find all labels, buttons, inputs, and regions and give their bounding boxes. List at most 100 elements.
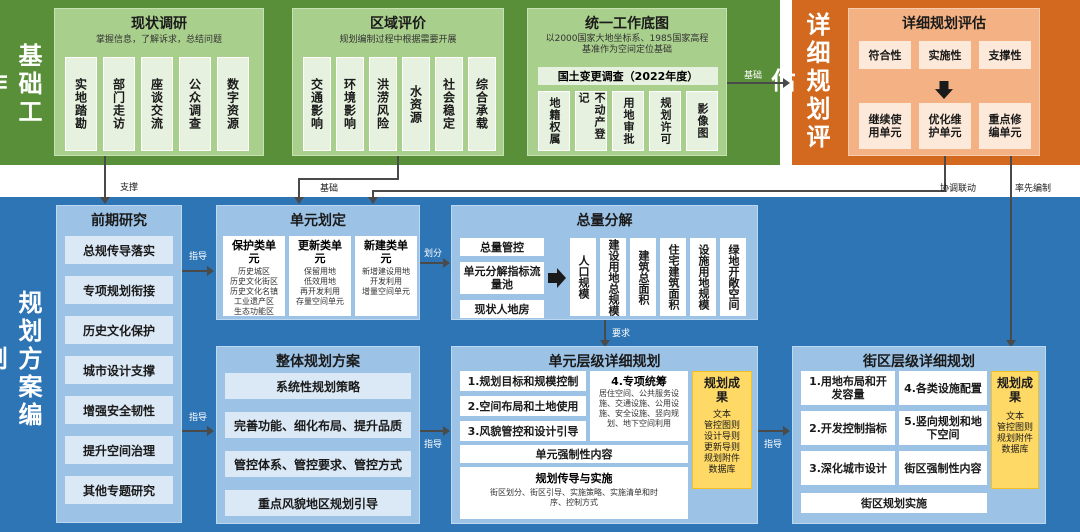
total-control-box: 总量管控 (460, 238, 544, 256)
survey-item: 座谈交流 (141, 57, 173, 151)
regional-down-line (397, 156, 399, 178)
block-plan-item: 5.竖向规划和地下空间 (899, 411, 987, 445)
preliminary-item: 增强安全韧性 (65, 396, 173, 424)
unit-type-card: 新建类单元新增建设用地 开发利用 增量空间单元 (355, 236, 417, 316)
overall-title: 整体规划方案 (276, 354, 360, 370)
overall-item: 系统性规划策略 (225, 373, 411, 399)
guide2-line (182, 430, 208, 432)
down-arrow-icon (935, 81, 953, 99)
basemap-item: 地籍权属 (538, 91, 570, 151)
special-desc: 居住空间、公共服务设施、交通设施、公用设施、安全设施、竖向规划、地下空间利用 (599, 389, 679, 428)
preliminary-item: 总规传导落实 (65, 236, 173, 264)
assessment-criterion: 支撑性 (979, 41, 1031, 69)
survey-item: 实地踏勘 (65, 57, 97, 151)
divide-arrowhead (443, 258, 450, 268)
assessment-panel: 详细规划评估 符合性实施性支撑性 继续使用单元优化维护单元重点修编单元 (848, 8, 1040, 156)
unit-type-name: 更新类单元 (298, 239, 342, 265)
unit-plan-item-3: 3.风貌管控和设计引导 (460, 421, 586, 441)
transfer-title: 规划传导与实施 (535, 472, 613, 485)
survey-panel: 现状调研 掌握信息，了解诉求，总结问题 实地踏勘部门走访座谈交流公众调查数字资源 (54, 8, 264, 156)
regional-item: 综合承载 (468, 57, 496, 151)
assessment-title: 详细规划评估 (902, 16, 986, 32)
unit-plan-title: 单元层级详细规划 (548, 354, 661, 370)
quantity-title: 总量分解 (576, 213, 633, 229)
basis2-arrowhead (294, 197, 304, 204)
survey-item: 部门走访 (103, 57, 135, 151)
assessment-outcome: 优化维护单元 (919, 103, 971, 149)
regional-item: 社会稳定 (435, 57, 463, 151)
guide2-label: 指导 (189, 413, 208, 423)
block-plan-item: 4.各类设施配置 (899, 371, 987, 405)
guide3-arrowhead (443, 426, 450, 436)
block-impl-box: 街区规划实施 (801, 493, 987, 513)
basis-line (727, 82, 784, 84)
evaluation-label: 详细规划评估 (767, 12, 830, 152)
basemap-title: 统一工作底图 (585, 16, 669, 32)
preliminary-item: 提升空间治理 (65, 436, 173, 464)
survey-bar: 国土变更调查（2022年度） (538, 67, 718, 85)
unit-plan-panel: 单元层级详细规划 1.规划目标和规模控制 2.空间布局和土地使用 3.风貌管控和… (451, 346, 758, 524)
unit-type-name: 保护类单元 (232, 239, 276, 265)
planning-label: 规划方案编制 (0, 290, 42, 430)
preliminary-title: 前期研究 (91, 213, 147, 229)
unit-type-desc: 历史城区 历史文化街区 历史文化名镇 工业遗产区 生态功能区 (230, 267, 278, 316)
unit-type-card: 更新类单元保留用地 低效用地 再开发利用 存量空间单元 (289, 236, 351, 316)
preliminary-item: 历史文化保护 (65, 316, 173, 344)
first-line (1010, 156, 1012, 342)
basis2-hline (298, 178, 399, 180)
guide1-arrowhead (207, 266, 214, 276)
block-plan-item: 街区强制性内容 (899, 451, 987, 485)
regional-item: 洪涝风险 (369, 57, 397, 151)
unit-result-title: 规划成果 (703, 376, 740, 404)
unit-plan-item-2: 2.空间布局和土地使用 (460, 396, 586, 416)
unit-type-name: 新建类单元 (364, 239, 408, 265)
basemap-item: 用地审批 (612, 91, 644, 151)
special-box: 4.专项统筹 居住空间、公共服务设施、交通设施、公用设施、安全设施、竖向规划、地… (590, 371, 688, 441)
quantity-panel: 总量分解 总量管控 单元分解指标流量池 现状人地房 人口规模建设用地总规模建筑总… (451, 205, 758, 320)
guide1-label: 指导 (189, 252, 208, 262)
transfer-box: 规划传导与实施 街区划分、街区引导、实施策略、实施清单和时序、控制方式 (460, 467, 688, 519)
preliminary-item: 城市设计支撑 (65, 356, 173, 384)
support-arrowhead (100, 197, 110, 204)
coord-drop (372, 190, 374, 198)
coord-hline (372, 190, 946, 192)
quantity-metric: 住宅建筑面积 (660, 238, 686, 316)
basemap-subtitle: 以2000国家大地坐标系、1985国家高程基准作为空间定位基础 (545, 34, 709, 55)
basis-arrowhead (783, 78, 790, 88)
units-title: 单元划定 (290, 213, 346, 229)
preliminary-item: 其他专题研究 (65, 476, 173, 504)
divide-label: 划分 (424, 249, 443, 259)
special-title: 4.专项统筹 (611, 375, 667, 388)
unit-result-desc: 文本 管控图则 设计导则 更新导则 规划附件 数据库 (703, 410, 740, 475)
basis2-label: 基础 (320, 184, 339, 194)
block-plan-item: 3.深化城市设计 (801, 451, 895, 485)
quantity-metric: 绿地开敞空间 (720, 238, 746, 316)
unit-type-desc: 保留用地 低效用地 再开发利用 存量空间单元 (296, 267, 344, 306)
foundation-label: 基础工作 (0, 43, 42, 127)
transfer-desc: 街区划分、街区引导、实施策略、实施清单和时序、控制方式 (490, 488, 658, 507)
guide1-line (182, 270, 208, 272)
block-plan-item: 1.用地布局和开发容量 (801, 371, 895, 405)
guide4-label: 指导 (764, 440, 783, 450)
first-arrowhead (1006, 340, 1016, 347)
indicator-pool-box: 单元分解指标流量池 (460, 262, 544, 294)
support-label: 支撑 (120, 183, 139, 193)
basemap-item: 影像图 (686, 91, 718, 151)
guide4-arrowhead (783, 426, 790, 436)
divide-line (420, 262, 444, 264)
regional-title: 区域评价 (370, 16, 426, 32)
block-result-box: 规划成果 文本 管控图则 规划附件 数据库 (991, 371, 1039, 489)
first-label: 率先编制 (1015, 184, 1052, 194)
right-arrow-icon (548, 268, 566, 288)
basemap-item: 规划许可 (649, 91, 681, 151)
block-result-title: 规划成果 (996, 376, 1033, 404)
overall-panel: 整体规划方案 系统性规划策略完善功能、细化布局、提升品质管控体系、管控要求、管控… (216, 346, 420, 524)
basis2-vline (298, 178, 300, 198)
unit-type-desc: 新增建设用地 开发利用 增量空间单元 (362, 267, 410, 296)
preliminary-item: 专项规划衔接 (65, 276, 173, 304)
guide2-arrowhead (207, 426, 214, 436)
require-line (604, 320, 606, 342)
unit-type-card: 保护类单元历史城区 历史文化街区 历史文化名镇 工业遗产区 生态功能区 (223, 236, 285, 316)
require-arrowhead (600, 340, 610, 347)
